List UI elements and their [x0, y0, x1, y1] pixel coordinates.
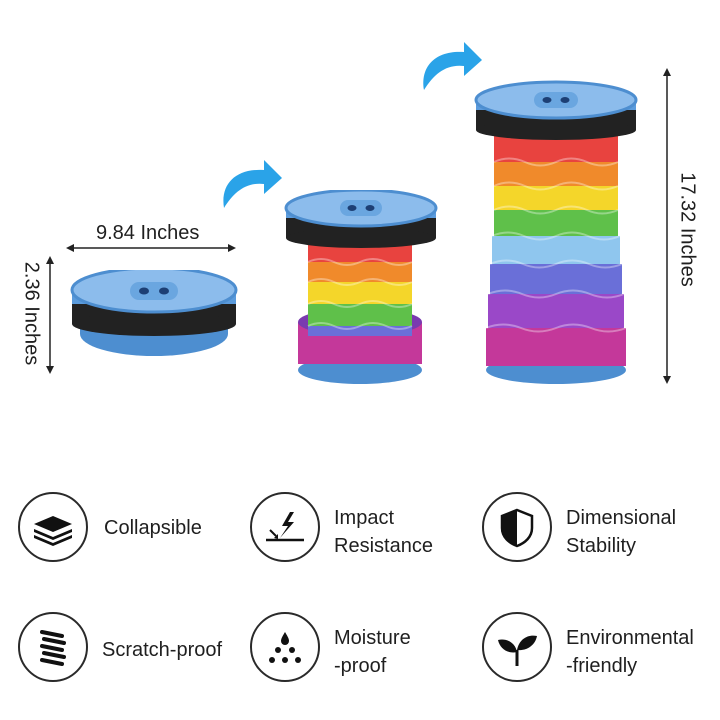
extended-stool-image	[474, 80, 638, 384]
feature-label-line: Impact	[334, 507, 395, 529]
extended-height-label: 17.32 Inches	[676, 172, 699, 287]
impact-icon	[250, 492, 320, 562]
feature-label-line: Environmental	[566, 627, 694, 649]
feature-label-line: -friendly	[566, 655, 638, 677]
feature-label-line: Moisture	[334, 627, 411, 649]
collapsed-height-dimension-line	[46, 256, 54, 374]
feature-label-moisture-proof: Moisture -proof	[334, 624, 411, 680]
droplets-icon	[250, 612, 320, 682]
layers-icon	[18, 492, 88, 562]
collapsed-height-label: 2.36 Inches	[20, 261, 43, 366]
feature-label-line: Dimensional	[566, 507, 677, 529]
shield-icon	[482, 492, 552, 562]
half-extended-stool-image	[284, 190, 438, 384]
feature-label-collapsible: Collapsible	[104, 517, 202, 539]
feature-label-line: Resistance	[334, 535, 433, 557]
feature-label-environmental-friendly: Environmental -friendly	[566, 624, 694, 680]
curved-arrow-icon	[423, 42, 482, 90]
feature-label-line: -proof	[334, 655, 387, 677]
feature-label-dimensional-stability: Dimensional Stability	[566, 504, 676, 560]
feature-label-impact-resistance: Impact Resistance	[334, 504, 433, 560]
feature-label-line: Stability	[566, 535, 637, 557]
width-label: 9.84 Inches	[96, 222, 200, 244]
collapsed-stool-image	[70, 270, 238, 356]
curved-arrow-icon	[223, 160, 282, 208]
extended-height-dimension-line	[663, 68, 671, 384]
width-dimension-line	[66, 244, 236, 252]
feature-label-scratch-proof: Scratch-proof	[102, 639, 223, 661]
sprout-icon	[482, 612, 552, 682]
spring-icon	[18, 612, 88, 682]
